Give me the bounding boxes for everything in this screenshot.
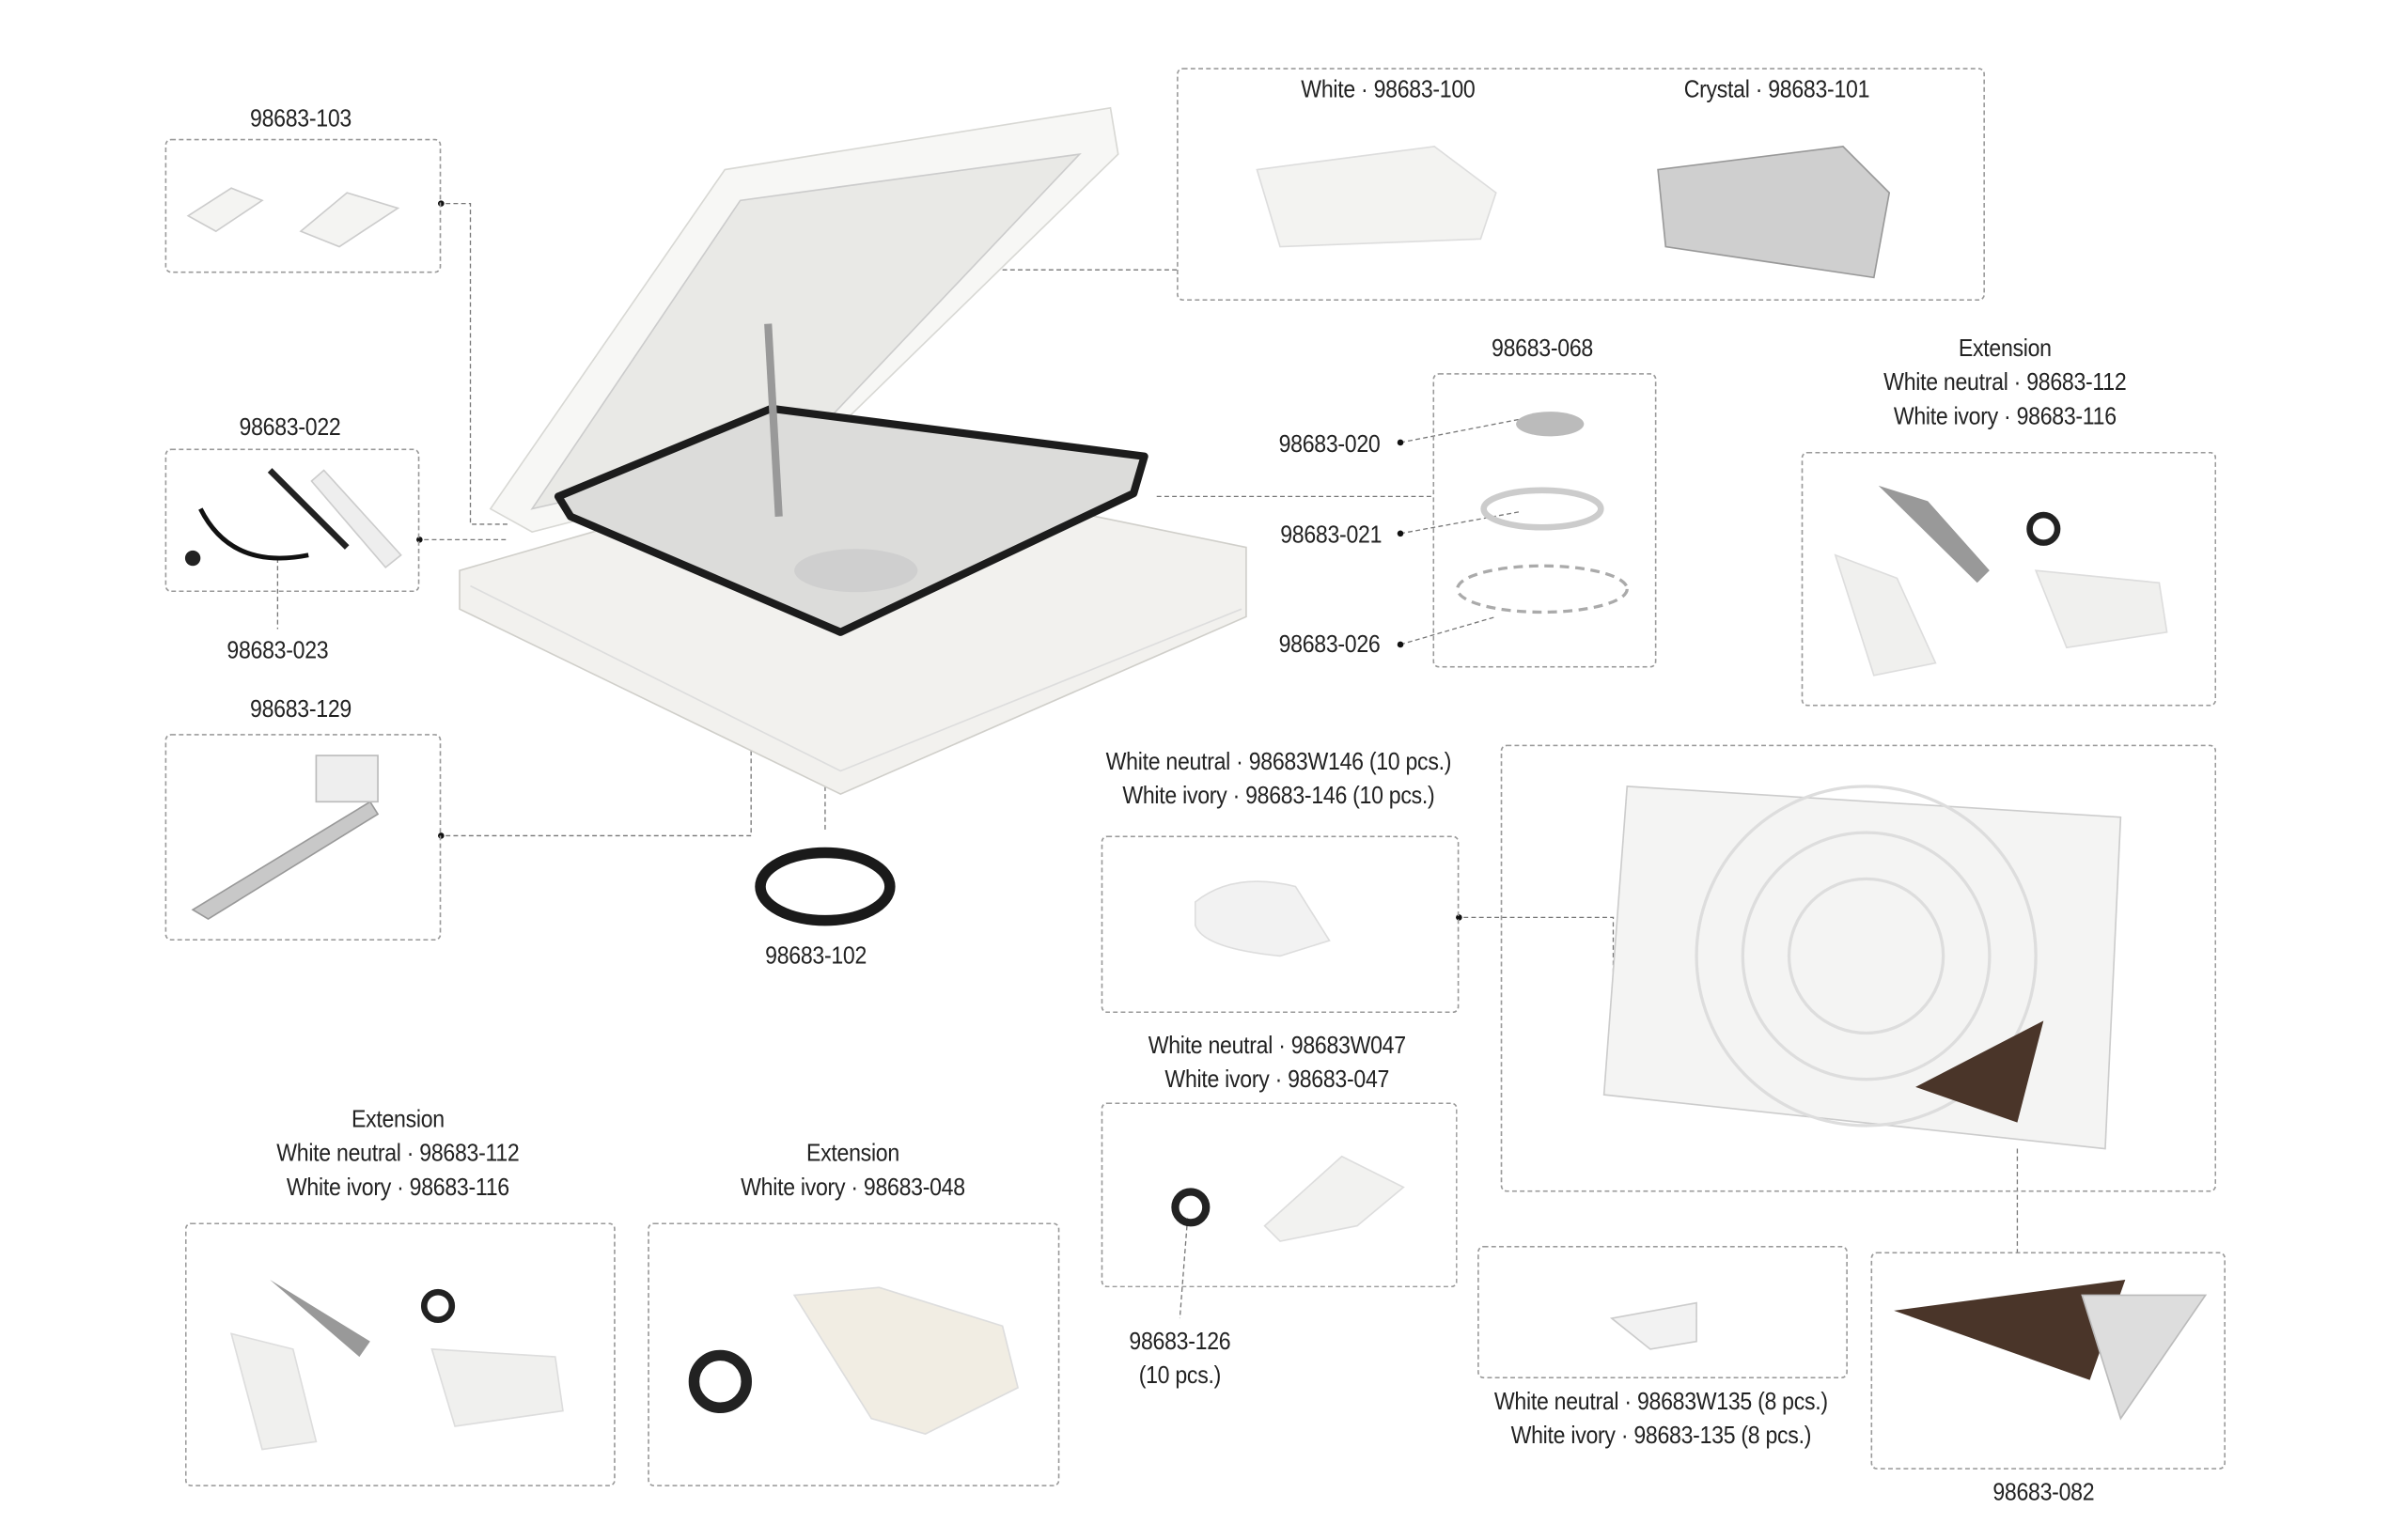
label-extension-right-neutral: White neutral · 98683-112 — [1883, 369, 2127, 397]
label-98683-021: 98683-021 — [1280, 522, 1383, 550]
part-box-98683-103 — [164, 138, 442, 273]
label-98683-047-ivory: White ivory · 98683-047 — [1164, 1066, 1390, 1094]
label-98683-102: 98683-102 — [765, 943, 867, 971]
label-extension-right-title: Extension — [1958, 335, 2052, 363]
part-box-98683-047 — [1101, 1102, 1458, 1288]
part-box-98683-068 — [1432, 373, 1657, 668]
part-box-98683-082 — [1870, 1252, 2226, 1470]
label-98683-023: 98683-023 — [227, 638, 329, 665]
part-box-extension-left — [184, 1222, 616, 1486]
part-box-98683-146 — [1101, 835, 1460, 1014]
label-98683-047-neutral: White neutral · 98683W047 — [1148, 1033, 1406, 1060]
part-box-extension-right — [1801, 451, 2217, 707]
label-98683-020: 98683-020 — [1278, 431, 1381, 459]
label-98683-135-neutral: White neutral · 98683W135 (8 pcs.) — [1493, 1389, 1828, 1416]
label-extension-left-ivory: White ivory · 98683-116 — [286, 1174, 509, 1202]
label-extension-048-title: Extension — [806, 1141, 899, 1168]
label-extension-left-neutral: White neutral · 98683-112 — [276, 1141, 520, 1168]
label-dome-crystal: Crystal · 98683-101 — [1683, 77, 1870, 103]
label-98683-103: 98683-103 — [250, 106, 352, 133]
label-dome-white: White · 98683-100 — [1301, 77, 1476, 103]
label-98683-126-qty: (10 pcs.) — [1138, 1362, 1222, 1390]
label-extension-right-ivory: White ivory · 98683-116 — [1893, 403, 2117, 430]
label-98683-082: 98683-082 — [1992, 1480, 2095, 1507]
label-98683-146-ivory: White ivory · 98683-146 (10 pcs.) — [1122, 783, 1435, 810]
roof-vent-illustration — [459, 106, 1247, 796]
label-98683-146-neutral: White neutral · 98683W146 (10 pcs.) — [1105, 749, 1452, 776]
part-box-98683-129 — [164, 734, 442, 941]
label-98683-126: 98683-126 — [1129, 1329, 1231, 1356]
label-extension-048-ivory: White ivory · 98683-048 — [741, 1174, 965, 1202]
label-98683-022: 98683-022 — [239, 414, 341, 442]
label-98683-135-ivory: White ivory · 98683-135 (8 pcs.) — [1510, 1423, 1812, 1450]
part-box-inner-frame — [1500, 744, 2217, 1192]
part-box-98683-048 — [648, 1222, 1060, 1486]
part-box-98683-135 — [1477, 1245, 1848, 1379]
label-98683-129: 98683-129 — [250, 696, 352, 723]
label-98683-068: 98683-068 — [1492, 335, 1593, 363]
label-98683-026: 98683-026 — [1278, 631, 1381, 659]
part-box-98683-022 — [164, 448, 420, 593]
part-box-dome — [1177, 68, 1985, 301]
part-thumbnails — [184, 146, 2208, 1451]
label-extension-left-title: Extension — [351, 1107, 445, 1134]
